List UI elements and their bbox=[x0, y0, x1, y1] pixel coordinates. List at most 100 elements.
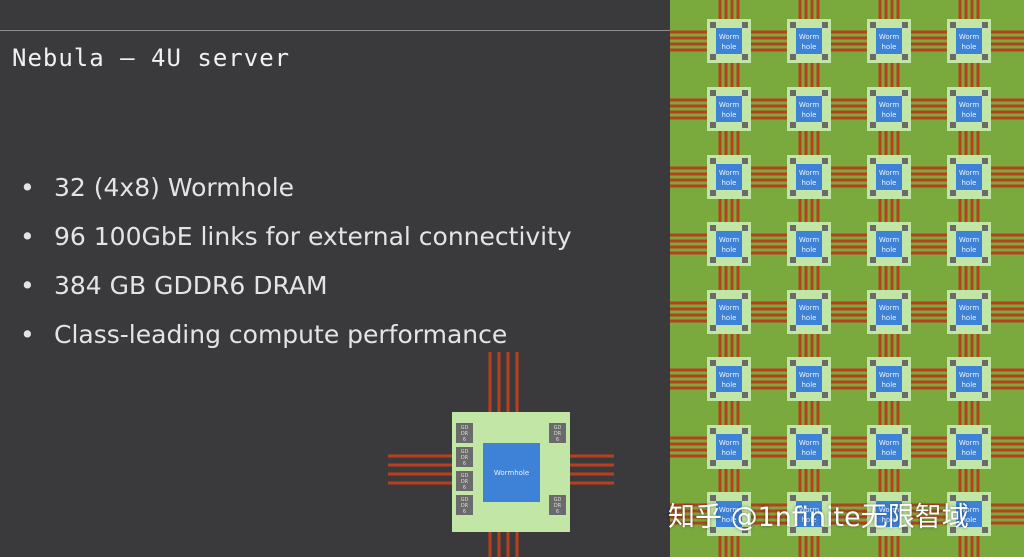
grid-vertical-link bbox=[896, 0, 900, 557]
grid-chip-label: Worm bbox=[799, 101, 820, 109]
grid-vertical-link bbox=[736, 0, 740, 557]
grid-horizontal-link bbox=[670, 178, 1024, 182]
grid-horizontal-link bbox=[670, 36, 1024, 40]
grid-horizontal-link bbox=[670, 307, 1024, 311]
grid-chip-label: Worm bbox=[719, 101, 740, 109]
grid-memory-chip bbox=[982, 527, 988, 533]
grid-chip-core bbox=[796, 231, 822, 257]
grid-memory-chip bbox=[870, 460, 876, 466]
grid-chip-label: Worm bbox=[719, 236, 740, 244]
grid-memory-chip bbox=[950, 225, 956, 231]
grid-chip-label: hole bbox=[962, 449, 977, 457]
grid-memory-chip bbox=[790, 225, 796, 231]
grid-memory-chip bbox=[870, 90, 876, 96]
grid-chip-label: hole bbox=[882, 179, 897, 187]
grid-memory-chip bbox=[902, 392, 908, 398]
grid-memory-chip bbox=[822, 22, 828, 28]
grid-vertical-link bbox=[810, 0, 814, 557]
grid-chip-label: Worm bbox=[879, 506, 900, 514]
grid-memory-chip bbox=[822, 190, 828, 196]
grid-memory-chip bbox=[870, 225, 876, 231]
chip-top-link bbox=[497, 352, 501, 424]
grid-horizontal-link bbox=[670, 380, 1024, 384]
grid-chip-core bbox=[876, 299, 902, 325]
grid-chip-core bbox=[876, 28, 902, 54]
memory-label: 6 bbox=[463, 485, 466, 491]
grid-memory-chip bbox=[790, 360, 796, 366]
grid-chip-label: Worm bbox=[719, 33, 740, 41]
title-divider bbox=[0, 30, 672, 31]
grid-chip-core bbox=[956, 164, 982, 190]
grid-chip-core bbox=[956, 366, 982, 392]
grid-memory-chip bbox=[870, 293, 876, 299]
chip-left-link bbox=[388, 481, 454, 485]
grid-chip-label: Worm bbox=[959, 304, 980, 312]
grid-memory-chip bbox=[710, 428, 716, 434]
grid-memory-chip bbox=[950, 90, 956, 96]
grid-memory-chip bbox=[870, 158, 876, 164]
grid-memory-chip bbox=[822, 460, 828, 466]
grid-memory-chip bbox=[902, 54, 908, 60]
grid-horizontal-link bbox=[670, 98, 1024, 102]
grid-memory-chip bbox=[710, 325, 716, 331]
grid-memory-chip bbox=[870, 495, 876, 501]
bullet-list: 32 (4x8) Wormhole 96 100GbE links for ex… bbox=[20, 170, 572, 366]
grid-chip-label: hole bbox=[802, 43, 817, 51]
chip-left-link bbox=[388, 463, 454, 467]
grid-memory-chip bbox=[790, 190, 796, 196]
grid-memory-chip bbox=[902, 527, 908, 533]
grid-horizontal-link bbox=[670, 239, 1024, 243]
grid-memory-chip bbox=[710, 54, 716, 60]
grid-chip-core bbox=[716, 164, 742, 190]
grid-chip-label: hole bbox=[722, 381, 737, 389]
watermark: 知乎 @1nfinite无限智域 bbox=[668, 502, 969, 533]
chip-core bbox=[483, 443, 540, 502]
grid-memory-chip bbox=[982, 495, 988, 501]
grid-memory-chip bbox=[982, 225, 988, 231]
grid-horizontal-link bbox=[670, 442, 1024, 446]
grid-memory-chip bbox=[902, 90, 908, 96]
grid-memory-chip bbox=[950, 293, 956, 299]
grid-memory-chip bbox=[982, 122, 988, 128]
grid-memory-chip bbox=[710, 293, 716, 299]
grid-memory-chip bbox=[902, 360, 908, 366]
grid-chip-label: hole bbox=[802, 246, 817, 254]
memory-label: DR bbox=[554, 431, 562, 437]
grid-memory-chip bbox=[710, 360, 716, 366]
grid-memory-chip bbox=[822, 428, 828, 434]
memory-label: GD bbox=[554, 425, 562, 431]
grid-memory-chip bbox=[902, 495, 908, 501]
grid-horizontal-link bbox=[670, 48, 1024, 52]
grid-chip-label: hole bbox=[802, 314, 817, 322]
grid-horizontal-link bbox=[670, 374, 1024, 378]
grid-memory-chip bbox=[790, 158, 796, 164]
grid-chip-core bbox=[796, 366, 822, 392]
memory-module bbox=[456, 471, 473, 491]
grid-horizontal-link bbox=[670, 172, 1024, 176]
grid-chip-label: Worm bbox=[959, 439, 980, 447]
grid-memory-chip bbox=[982, 90, 988, 96]
grid-chip-core bbox=[796, 434, 822, 460]
grid-memory-chip bbox=[902, 257, 908, 263]
grid-memory-chip bbox=[950, 158, 956, 164]
grid-vertical-link bbox=[890, 0, 894, 557]
grid-memory-chip bbox=[870, 428, 876, 434]
grid-horizontal-link bbox=[670, 166, 1024, 170]
grid-chip-label: hole bbox=[882, 516, 897, 524]
grid-chip-label: hole bbox=[962, 246, 977, 254]
grid-chip-label: hole bbox=[882, 381, 897, 389]
grid-memory-chip bbox=[710, 190, 716, 196]
chip-top-link bbox=[506, 352, 510, 424]
grid-memory-chip bbox=[870, 22, 876, 28]
grid-memory-chip bbox=[790, 122, 796, 128]
grid-chip-label: hole bbox=[962, 516, 977, 524]
grid-chip-label: Worm bbox=[879, 33, 900, 41]
grid-memory-chip bbox=[870, 325, 876, 331]
grid-memory-chip bbox=[982, 392, 988, 398]
slide-title: Nebula – 4U server bbox=[12, 44, 291, 72]
grid-chip-label: hole bbox=[962, 314, 977, 322]
grid-chip-core bbox=[956, 28, 982, 54]
chip-core-label: Wormhole bbox=[494, 469, 529, 477]
grid-chip-core bbox=[796, 28, 822, 54]
